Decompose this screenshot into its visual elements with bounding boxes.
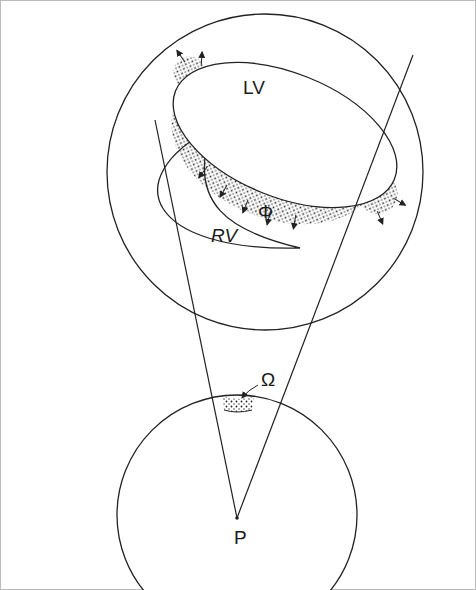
omega-symbol: Ω — [259, 370, 277, 391]
node-label: P — [234, 528, 247, 549]
rv-ventricle: RV — [207, 224, 241, 249]
sight-line — [155, 120, 237, 518]
sight-line — [237, 55, 413, 518]
chest-circle — [107, 14, 423, 330]
point-p — [235, 516, 239, 520]
leader-arrow — [242, 385, 258, 398]
lv-ventricle: LV — [239, 76, 269, 101]
p-point-circle: P — [230, 526, 251, 551]
node-label: LV — [243, 78, 265, 99]
lv-group — [129, 28, 436, 270]
node-label: RV — [211, 226, 237, 247]
phi-symbol: Φ — [256, 202, 275, 223]
p-circle — [117, 395, 357, 590]
